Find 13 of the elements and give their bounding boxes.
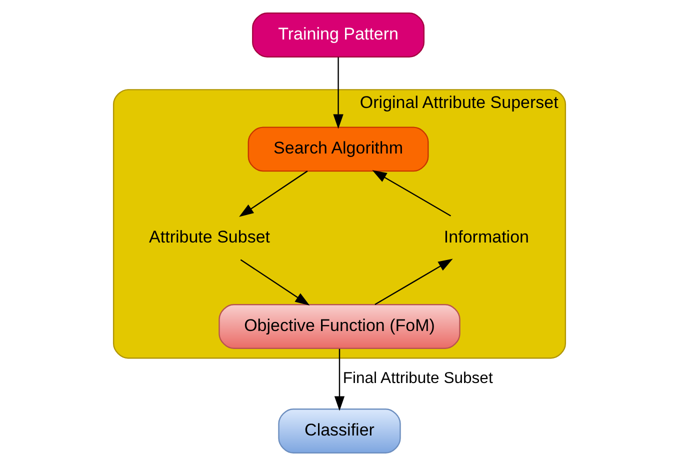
arrow <box>334 348 344 411</box>
arrow <box>372 170 451 216</box>
node-box: Search Algorithm <box>247 126 428 172</box>
node-text: Information <box>443 227 528 246</box>
edge-label: Final Attribute Subset <box>342 370 492 387</box>
node-text: Attribute Subset <box>148 227 270 246</box>
node-box: Classifier <box>278 408 400 454</box>
arrow <box>332 57 343 129</box>
arrow <box>374 258 452 306</box>
node-box: Training Pattern <box>252 12 424 58</box>
arrow <box>238 170 308 217</box>
arrow <box>240 259 310 306</box>
node-box: Objective Function (FoM) <box>218 304 460 349</box>
